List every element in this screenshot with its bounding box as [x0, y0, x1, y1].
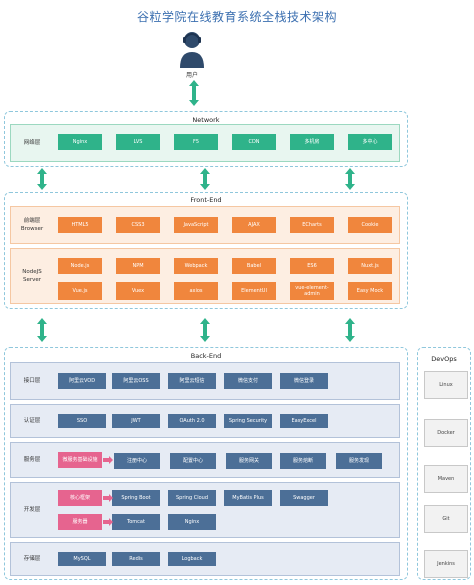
double-arrow-icon	[200, 168, 210, 190]
server-item: Vue.js	[58, 282, 102, 300]
network-item: LVS	[116, 134, 160, 150]
dev-item: Spring Cloud	[168, 490, 216, 506]
browser-row-label: 前端层 Browser	[20, 218, 44, 232]
server-item: Easy Mock	[348, 282, 392, 300]
server-item: vue-element-admin	[290, 282, 334, 300]
storage-item: Redis	[112, 552, 160, 566]
dev-row-label: 开发层	[23, 507, 41, 513]
devops-item: Docker	[424, 419, 468, 447]
backend-title: Back-End	[190, 352, 222, 360]
storage-item: MySQL	[58, 552, 106, 566]
user-label: 用户	[185, 72, 198, 79]
api-row-label: 接口层	[23, 378, 41, 384]
double-arrow-icon	[345, 318, 355, 342]
service-infra-box: 微服务基础设施	[58, 452, 102, 468]
frontend-title: Front-End	[190, 196, 222, 204]
devops-item: Git	[424, 505, 468, 533]
service-item: 配置中心	[170, 453, 216, 469]
network-item: CDN	[232, 134, 276, 150]
api-item: 阿里云OSS	[112, 373, 160, 389]
arrow-right-icon	[103, 456, 113, 464]
network-tier	[4, 111, 408, 167]
devops-item: Jenkins	[424, 550, 468, 578]
double-arrow-icon	[37, 168, 47, 190]
api-item: 阿里云VOD	[58, 373, 106, 389]
devops-item: Maven	[424, 465, 468, 493]
devops-item: Linux	[424, 371, 468, 399]
security-item: EasyExcel	[280, 414, 328, 428]
browser-item: ECharts	[290, 217, 334, 233]
security-item: OAuth 2.0	[168, 414, 216, 428]
server-item: axios	[174, 282, 218, 300]
service-row-label: 服务层	[23, 457, 41, 463]
server-item: Vuex	[116, 282, 160, 300]
service-item: 服务熔断	[280, 453, 326, 469]
frontend-tier	[4, 192, 408, 309]
double-arrow-icon	[189, 80, 199, 106]
dev-server-box: 服务器	[58, 514, 102, 530]
security-item: Spring Security	[224, 414, 272, 428]
api-item: 微信登录	[280, 373, 328, 389]
server-item: Babel	[232, 258, 276, 274]
user-icon	[180, 32, 204, 68]
double-arrow-icon	[200, 318, 210, 342]
double-arrow-icon	[37, 318, 47, 342]
dev-core-box: 核心框架	[58, 490, 102, 506]
double-arrow-icon	[345, 168, 355, 190]
api-item: 微信支付	[224, 373, 272, 389]
dev-item: Nginx	[168, 514, 216, 530]
dev-item: Spring Boot	[112, 490, 160, 506]
network-row-label: 网络层	[23, 140, 41, 146]
service-item: 服务网关	[226, 453, 272, 469]
browser-item: CSS3	[116, 217, 160, 233]
arrow-right-icon	[103, 494, 113, 502]
storage-item: Logback	[168, 552, 216, 566]
dev-item: Swagger	[280, 490, 328, 506]
browser-item: JavaScript	[174, 217, 218, 233]
storage-row-label: 存储层	[23, 556, 41, 562]
backend-tier	[4, 347, 408, 580]
network-item: F5	[174, 134, 218, 150]
dev-item: MyBatis Plus	[224, 490, 272, 506]
service-item: 注册中心	[114, 453, 160, 469]
server-item: Webpack	[174, 258, 218, 274]
server-row-label: NodeJS Server	[22, 269, 42, 283]
server-item: ES6	[290, 258, 334, 274]
security-item: SSO	[58, 414, 106, 428]
network-item: Nginx	[58, 134, 102, 150]
api-item: 阿里云短信	[168, 373, 216, 389]
network-title: Network	[192, 116, 220, 124]
page-title: 谷粒学院在线教育系统全栈技术架构	[136, 10, 337, 24]
server-item: NPM	[116, 258, 160, 274]
devops-tier	[417, 347, 471, 580]
browser-item: AJAX	[232, 217, 276, 233]
browser-item: HTML5	[58, 217, 102, 233]
server-item: Node.js	[58, 258, 102, 274]
security-row-label: 认证层	[23, 418, 41, 424]
dev-item: Tomcat	[112, 514, 160, 530]
arrow-right-icon	[103, 518, 113, 526]
server-item: ElementUI	[232, 282, 276, 300]
network-item: 多机房	[290, 134, 334, 150]
server-item: Nuxt.js	[348, 258, 392, 274]
browser-item: Cookie	[348, 217, 392, 233]
network-item: 多中心	[348, 134, 392, 150]
devops-title: DevOps	[431, 355, 457, 363]
service-item: 服务发现	[336, 453, 382, 469]
security-item: JWT	[112, 414, 160, 428]
